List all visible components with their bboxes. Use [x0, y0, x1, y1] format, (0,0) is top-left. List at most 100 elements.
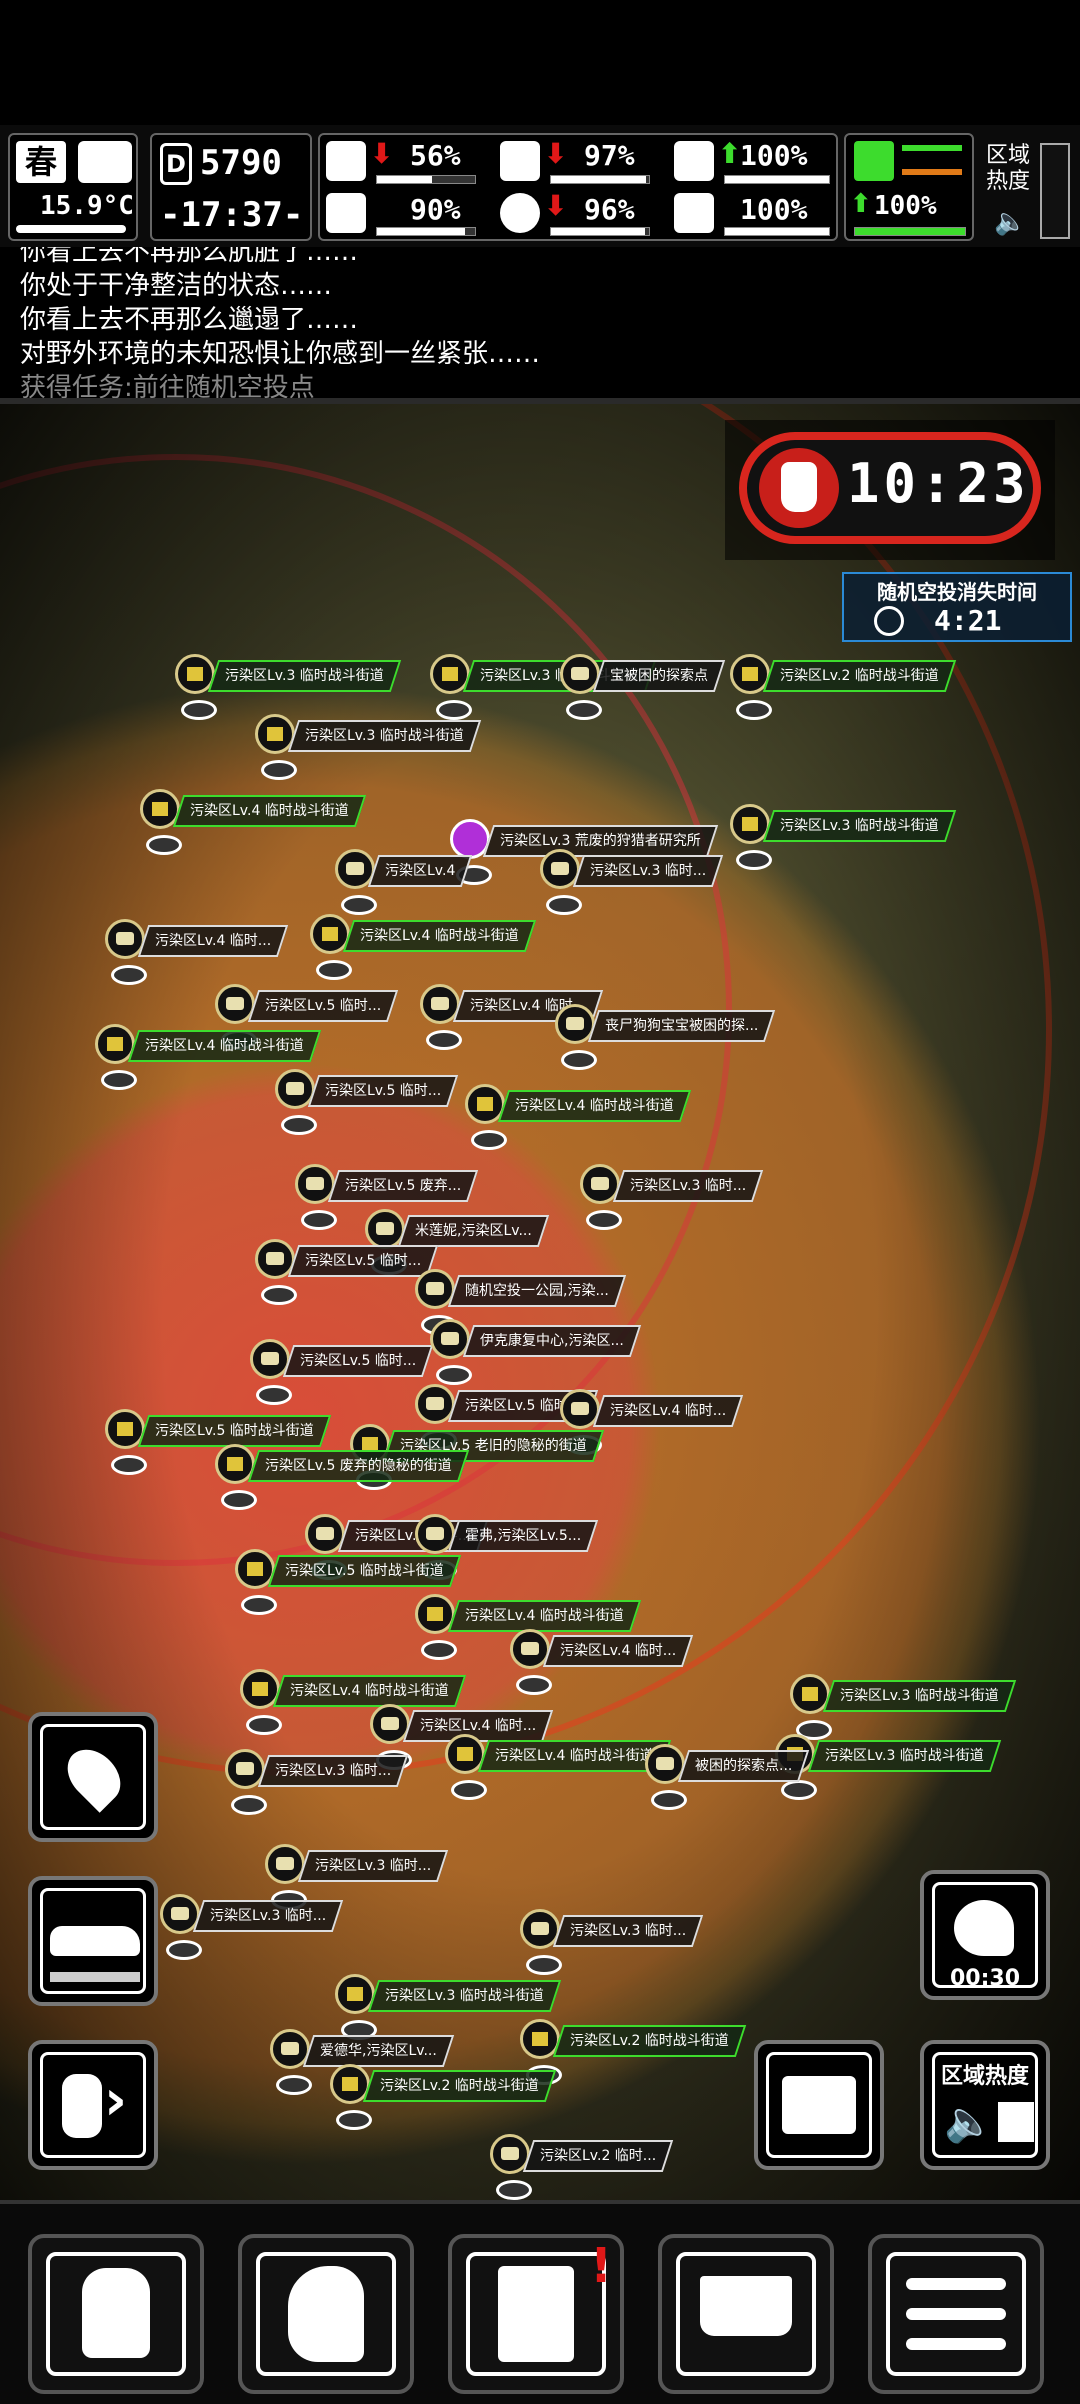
stamina-panel: ⬆ 100% — [844, 133, 974, 241]
marker-label-text: 污染区Lv.3 临时战斗街道 — [780, 818, 939, 834]
notebook-icon — [498, 2266, 574, 2362]
marker-label-text: 污染区Lv.2 临时... — [540, 2148, 657, 2164]
skills-button[interactable] — [238, 2234, 414, 2394]
folder-map-icon — [782, 2076, 856, 2134]
heat-blocks-icon — [998, 2102, 1034, 2142]
alert-badge: ! — [590, 2238, 612, 2294]
button-frame — [40, 1888, 146, 1994]
vehicle-button[interactable] — [28, 1876, 158, 2006]
marker-base — [496, 2180, 532, 2200]
marker-label-text: 污染区Lv.3 临时... — [275, 1763, 392, 1779]
boot-icon — [854, 141, 894, 181]
marker-label-text: 污染区Lv.3 临时... — [590, 863, 707, 879]
event-countdown[interactable]: 10:23 — [725, 420, 1055, 560]
bladder-trend-up-icon: ⬆ — [718, 137, 742, 170]
marker-label-text: 污染区Lv.3 荒废的狩猎者研究所 — [500, 833, 701, 849]
game-clock: -17:37- — [160, 195, 304, 235]
map-marker-label: 被困的探索点... — [677, 1750, 810, 1782]
locate-player-button[interactable] — [28, 1712, 158, 1842]
log-line: 对野外环境的未知恐惧让你感到一丝紧张…… — [20, 339, 541, 369]
marker-label-text: 污染区Lv.4 临时... — [420, 1718, 537, 1734]
bladder-icon — [674, 141, 714, 181]
log-line: 你看上去不再那么肮脏了…… — [20, 247, 359, 267]
map-marker-label: 污染区Lv.3 临时战斗街道 — [762, 810, 957, 842]
stomach-trend-down-icon: ⬇ — [544, 137, 568, 170]
marker-base — [261, 760, 297, 780]
medkit-icon — [326, 141, 366, 181]
marker-base — [301, 1210, 337, 1230]
medkit-trend-down-icon: ⬇ — [370, 137, 394, 170]
map-marker-label: 污染区Lv.3 临时... — [612, 1170, 764, 1202]
temperature-value: 15.9°C — [40, 191, 134, 221]
marker-label-text: 污染区Lv.4 临时... — [610, 1403, 727, 1419]
marker-label-text: 霍弗,污染区Lv.5... — [465, 1528, 582, 1544]
region-heat-button[interactable]: 区域热度 🔈 — [920, 2040, 1050, 2170]
radio-timer: 00:30 — [949, 1966, 1021, 1991]
menu-button[interactable] — [868, 2234, 1044, 2394]
water-trend-down-icon: ⬇ — [544, 189, 568, 222]
sanity-bar — [376, 227, 476, 236]
map-marker-label: 污染区Lv.2 临时战斗街道 — [362, 2070, 557, 2102]
marker-label-text: 伊克康复中心,污染区... — [480, 1333, 624, 1349]
marker-base — [471, 1130, 507, 1150]
map-marker-label: 污染区Lv.5 临时... — [247, 990, 399, 1022]
map-marker-label: 污染区Lv.3 临时战斗街道 — [207, 660, 402, 692]
device-status-bar — [0, 0, 1080, 125]
stamina-trend-up-icon: ⬆ — [850, 189, 872, 219]
message-log[interactable]: 你看上去不再那么肮脏了…… 你处于干净整洁的状态…… 你看上去不再那么邋遢了……… — [0, 247, 1080, 402]
brain-icon — [326, 193, 366, 233]
bladder-bar — [724, 175, 830, 184]
marker-base — [241, 1595, 277, 1615]
region-heat-button-label: 区域热度 — [940, 2064, 1029, 2089]
marker-label-text: 污染区Lv.4 临时战斗街道 — [360, 928, 519, 944]
map-marker-label: 污染区Lv.3 临时战斗街道 — [367, 1980, 562, 2012]
marker-base — [736, 850, 772, 870]
notes-button[interactable]: ! — [448, 2234, 624, 2394]
npc-chat-icon — [540, 849, 580, 889]
marker-label-text: 污染区Lv.3 临时... — [570, 1923, 687, 1939]
marker-label-text: 被困的探索点... — [695, 1758, 793, 1774]
stamina-lines-icon — [902, 145, 962, 175]
satellite-dish-icon — [954, 1900, 1014, 1956]
marker-base — [341, 895, 377, 915]
marker-label-text: 污染区Lv.4 临时战斗街道 — [495, 1748, 654, 1764]
marker-label-text: 污染区Lv.5 临时... — [300, 1353, 417, 1369]
map-marker-label: 污染区Lv.3 临时战斗街道 — [807, 1740, 1002, 1772]
marker-label-text: 丧尸狗狗宝宝被困的探... — [605, 1018, 759, 1034]
fuel-bar — [50, 1972, 140, 1982]
button-frame — [466, 2252, 606, 2376]
button-frame — [40, 1724, 146, 1830]
map-marker-label: 污染区Lv.4 临时... — [402, 1710, 554, 1742]
region-heat-indicator[interactable]: 区域 热度 🔈 — [982, 135, 1076, 239]
map-marker-label: 霍弗,污染区Lv.5... — [447, 1520, 599, 1552]
list-menu-line — [906, 2308, 1006, 2320]
marker-label-text: 污染区Lv.3 临时战斗街道 — [305, 728, 464, 744]
season-label: 春 — [16, 141, 66, 183]
map-marker-label: 污染区Lv.3 临时... — [572, 855, 724, 887]
marker-base — [566, 700, 602, 720]
marker-base — [546, 895, 582, 915]
map-marker-label: 污染区Lv.3 临时... — [552, 1915, 704, 1947]
marker-base — [146, 835, 182, 855]
shop-button[interactable] — [658, 2234, 834, 2394]
map-marker-button[interactable] — [754, 2040, 884, 2170]
map-marker-label: 丧尸狗狗宝宝被困的探... — [587, 1010, 776, 1042]
marker-label-text: 污染区Lv.4 临时战斗街道 — [190, 803, 349, 819]
marker-base — [111, 965, 147, 985]
marker-label-text: 污染区Lv.3 临时... — [210, 1908, 327, 1924]
airdrop-timer[interactable]: 随机空投消失时间 4:21 — [842, 572, 1072, 642]
marker-label-text: 米莲妮,污染区Lv... — [415, 1223, 532, 1239]
map-marker-label: 污染区Lv.5 临时... — [282, 1345, 434, 1377]
interact-button[interactable]: › — [28, 2040, 158, 2170]
radio-button[interactable]: 00:30 — [920, 1870, 1050, 2000]
battle-street-icon — [105, 1409, 145, 1449]
map-marker-label: 污染区Lv.4 临时... — [592, 1395, 744, 1427]
rain-cloud-icon — [78, 141, 132, 183]
weather-panel[interactable]: 春 15.9°C — [8, 133, 138, 241]
marker-label-text: 污染区Lv.5 废弃... — [345, 1178, 462, 1194]
marker-base — [586, 1210, 622, 1230]
marker-base — [421, 1640, 457, 1660]
marker-base — [526, 1955, 562, 1975]
backpack-button[interactable] — [28, 2234, 204, 2394]
